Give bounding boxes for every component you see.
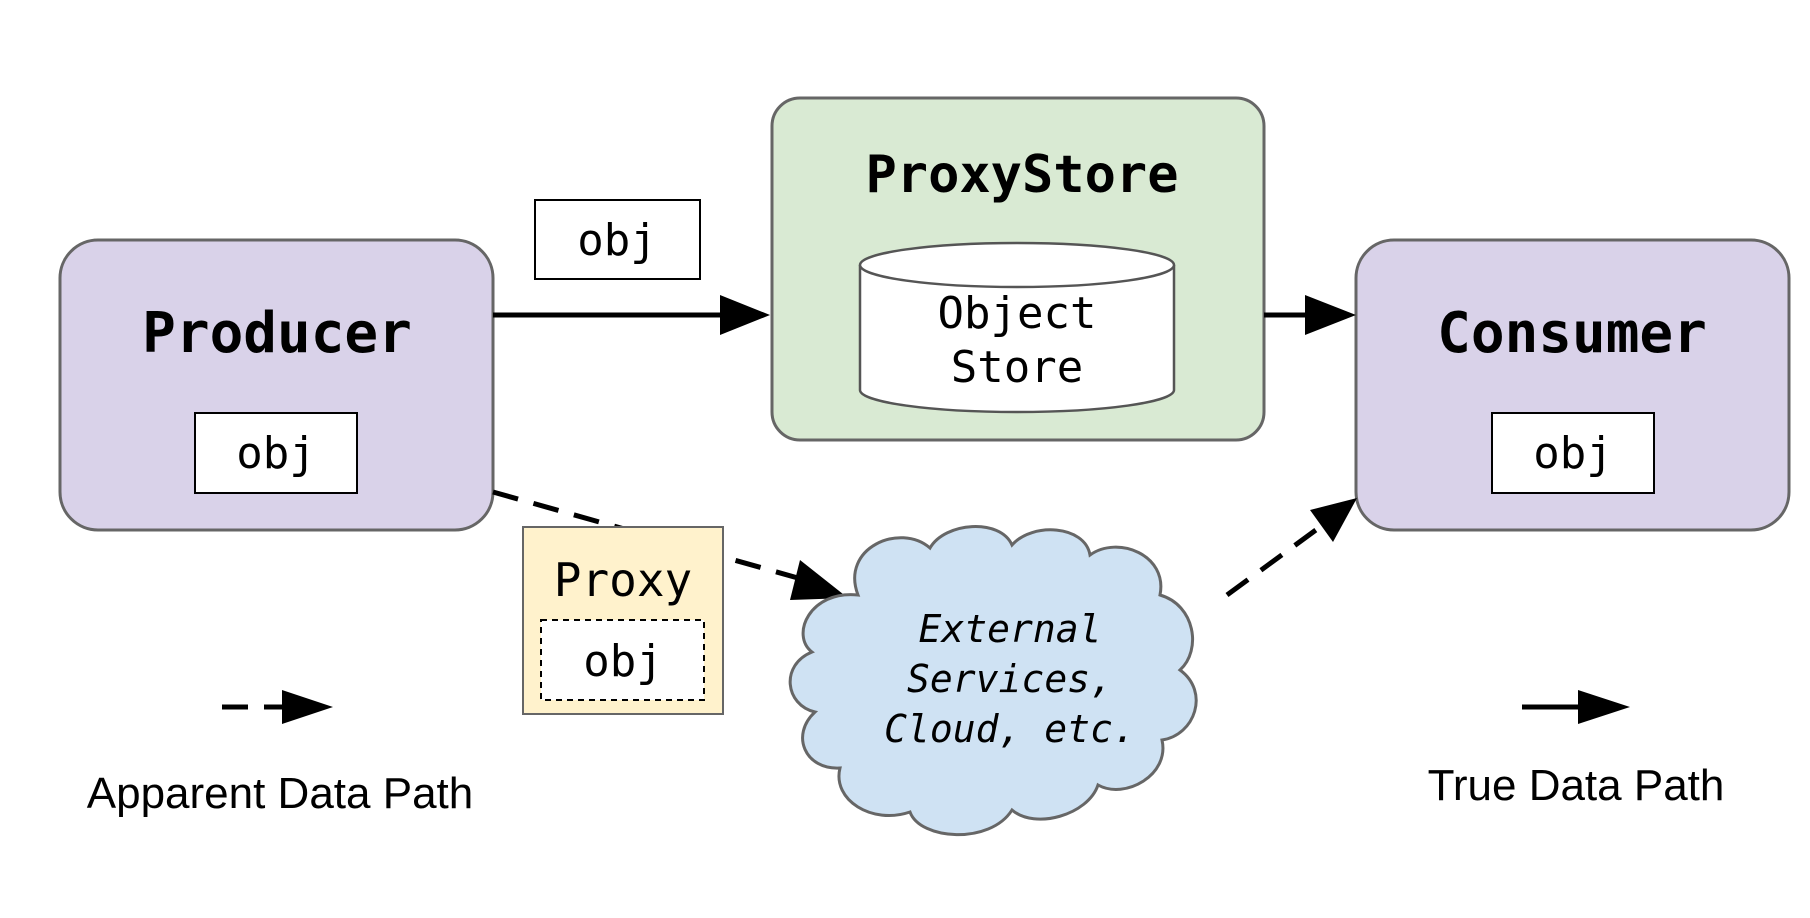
transfer-obj-box	[534, 199, 701, 280]
consumer-obj-label: obj	[1533, 428, 1612, 479]
legend-dashed-arrowhead-icon	[282, 690, 333, 724]
legend-true: True Data Path	[1428, 690, 1725, 810]
producer-to-proxystore-arrowhead	[720, 295, 770, 335]
producer-box	[58, 238, 495, 532]
cloud-to-consumer-arrowhead	[1310, 498, 1357, 542]
cloud-to-consumer-dashed-arrow	[1225, 524, 1322, 598]
legend-apparent-label: Apparent Data Path	[87, 769, 473, 818]
proxystore-node: ProxyStore Object Store	[770, 96, 1266, 442]
consumer-title: Consumer	[1437, 301, 1707, 366]
object-store-cylinder: Object Store	[858, 241, 1176, 414]
external-line1: External	[918, 607, 1101, 651]
apparent-data-path-arrows	[492, 489, 1357, 600]
producer-node: Producer obj	[58, 238, 495, 532]
object-store-label-line1: Object	[938, 288, 1097, 339]
consumer-box	[1354, 238, 1791, 532]
proxy-node: Proxy obj	[522, 526, 724, 715]
legend-true-label: True Data Path	[1428, 761, 1725, 810]
producer-title: Producer	[142, 301, 412, 366]
proxy-obj-label: obj	[583, 636, 662, 687]
object-store-label-line2: Store	[951, 342, 1083, 393]
legend-solid-arrowhead-icon	[1578, 690, 1630, 724]
external-line2: Services,	[907, 657, 1113, 701]
proxy-title: Proxy	[554, 553, 692, 607]
producer-to-cloud-dashed-arrow	[492, 489, 806, 583]
consumer-node: Consumer obj	[1354, 238, 1791, 532]
external-line3: Cloud, etc.	[884, 707, 1136, 751]
producer-obj-box	[194, 412, 358, 494]
external-services-cloud: External Services, Cloud, etc.	[788, 525, 1198, 837]
consumer-obj-box	[1491, 412, 1655, 494]
transfer-obj-label: obj	[577, 215, 656, 266]
transfer-obj: obj	[534, 199, 701, 280]
producer-to-cloud-arrowhead	[790, 560, 848, 600]
proxystore-title: ProxyStore	[865, 145, 1178, 205]
producer-obj-label: obj	[236, 428, 315, 479]
legend-apparent: Apparent Data Path	[87, 690, 473, 818]
proxy-obj-box	[540, 619, 705, 701]
proxystore-to-consumer-arrowhead	[1305, 295, 1356, 335]
true-data-path-arrows	[493, 295, 1356, 335]
cloud-shape	[788, 525, 1198, 837]
